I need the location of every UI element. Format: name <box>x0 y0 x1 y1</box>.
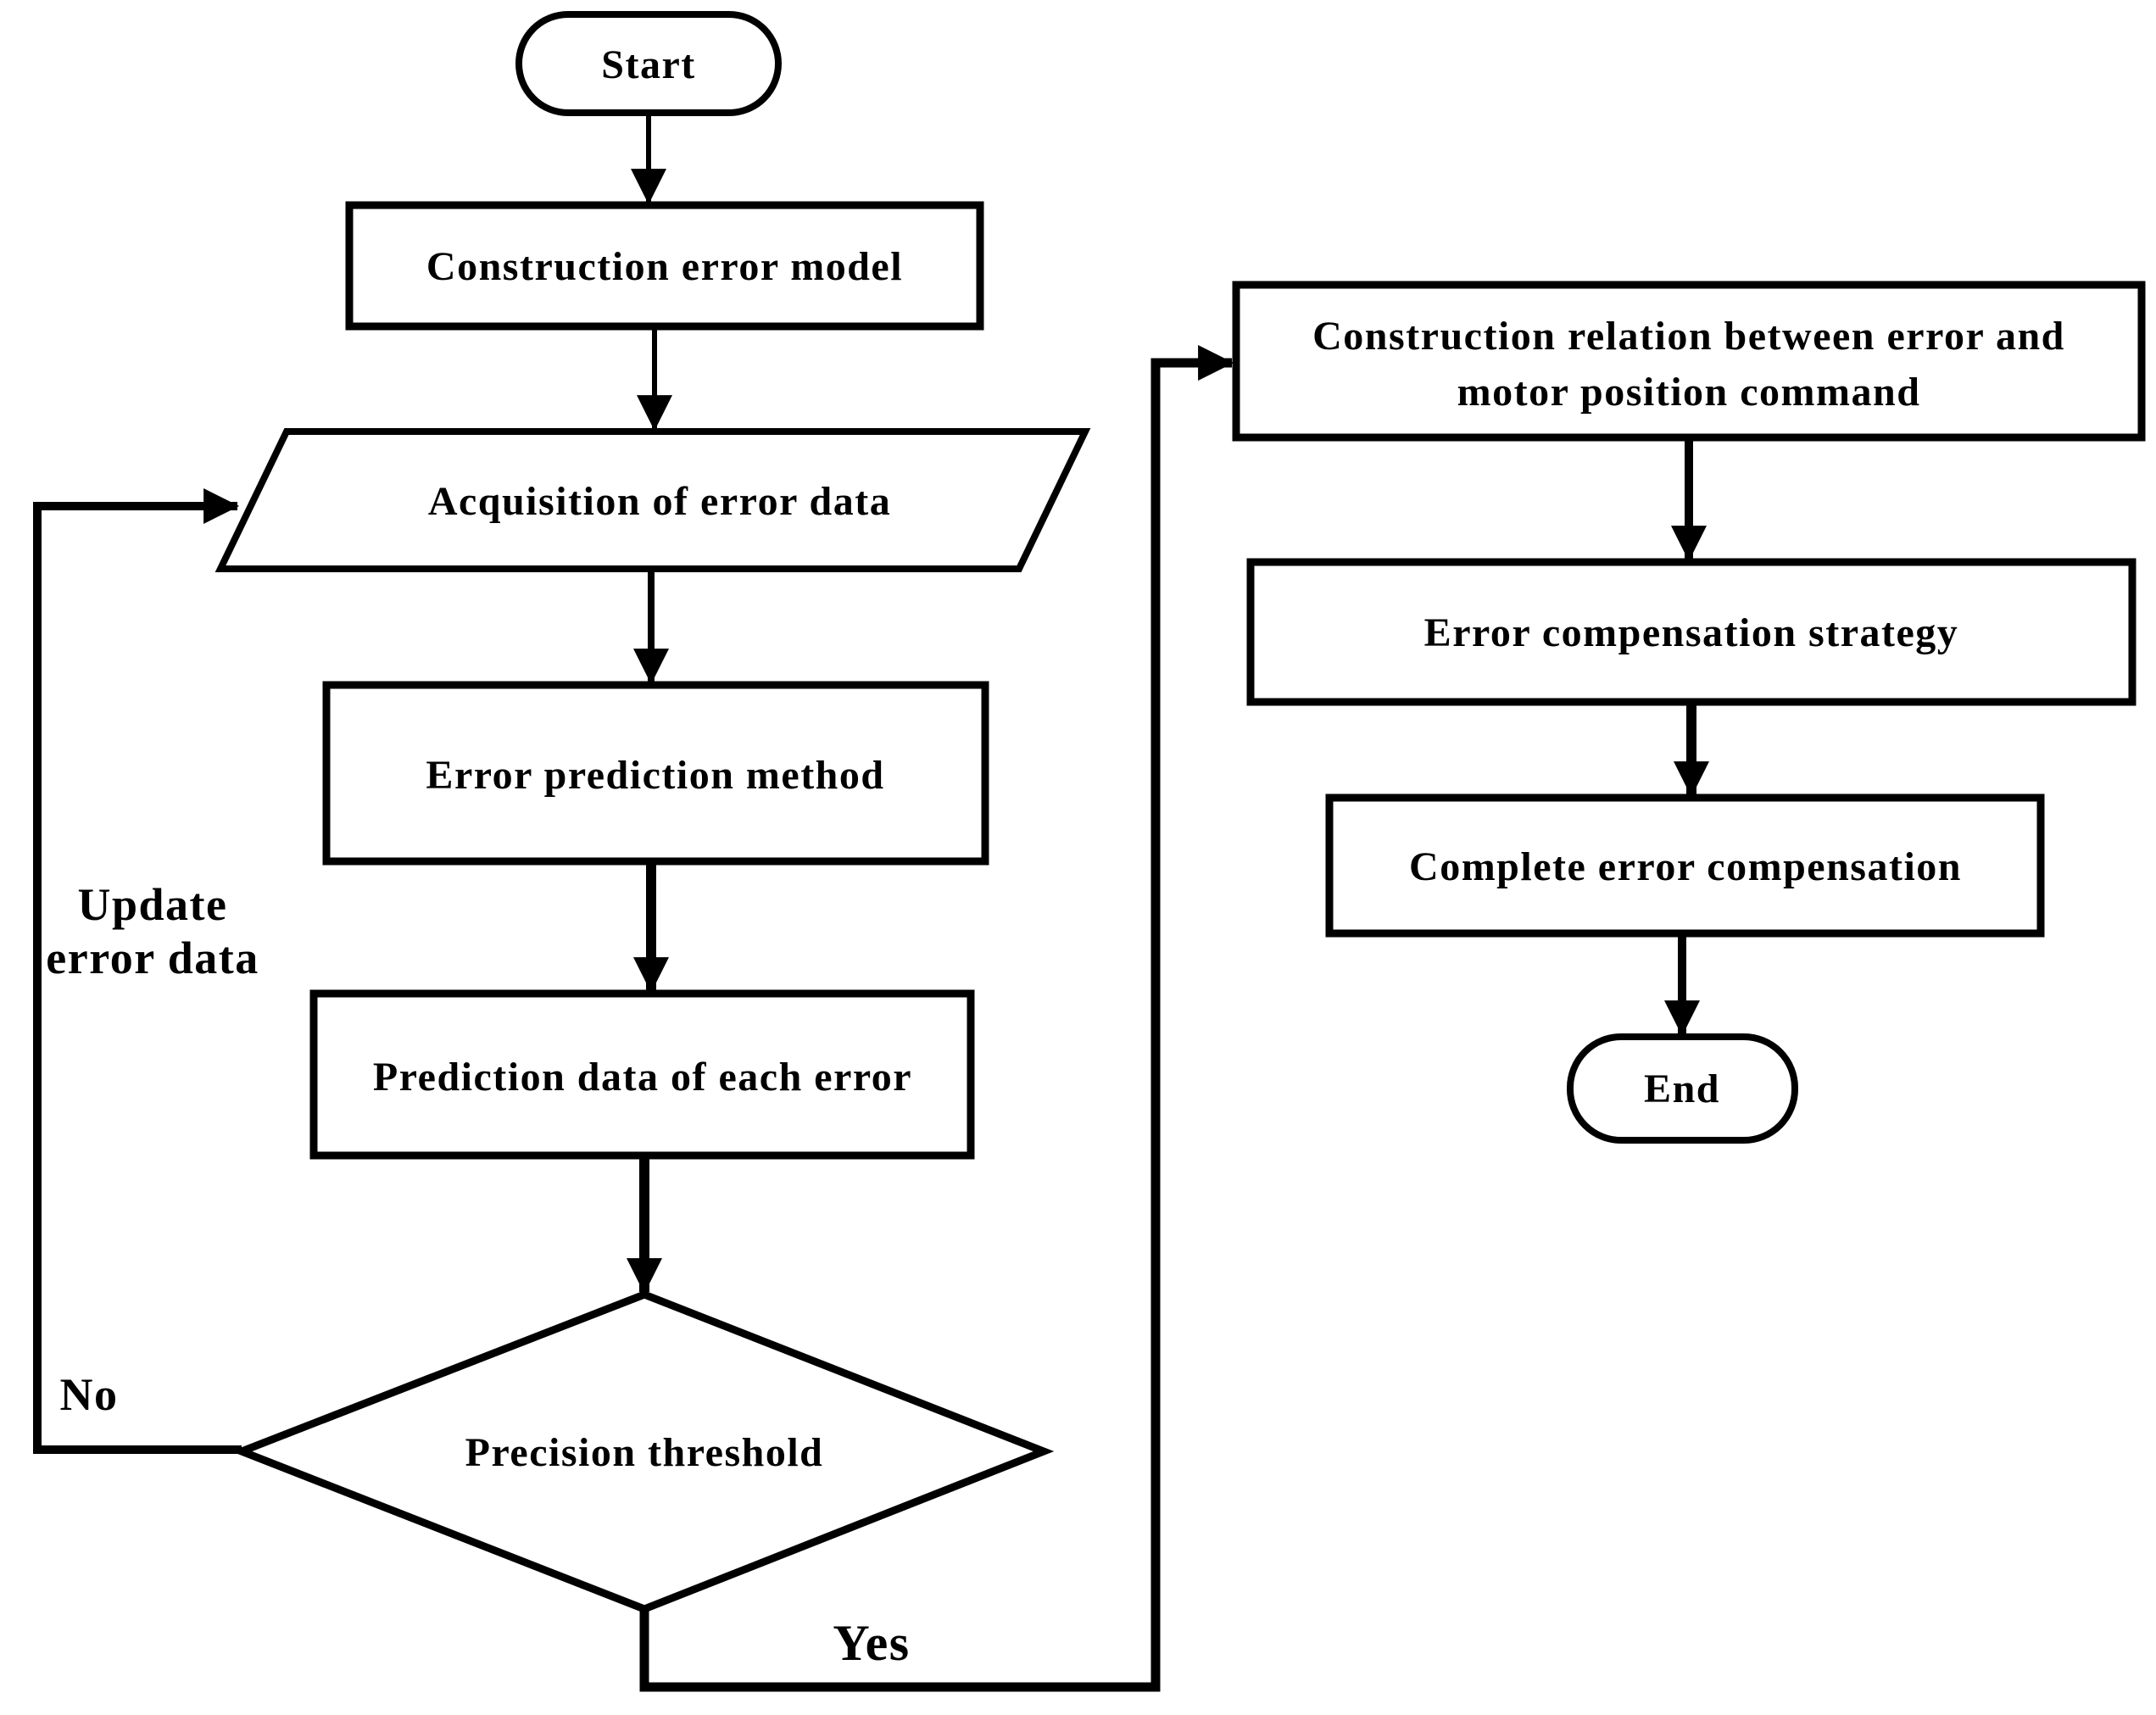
yes-branch-label: Yes <box>833 1615 910 1671</box>
construction-error-model-label: Construction error model <box>426 244 903 289</box>
start-terminator-shape <box>515 11 782 116</box>
edges <box>33 113 1709 1692</box>
no-branch-label: No <box>60 1369 119 1420</box>
end-node: End <box>1567 1033 1798 1144</box>
end-terminator-shape <box>1567 1033 1798 1144</box>
acquisition-of-error-data-node: Acquisition of error data <box>214 428 1091 572</box>
complete-error-compensation-label: Complete error compensation <box>1409 844 1962 889</box>
error-prediction-method-shape <box>322 681 989 866</box>
end-label: End <box>1644 1066 1720 1111</box>
prediction-data-of-each-error-node: Prediction data of each error <box>309 989 975 1160</box>
edge-labels: Update error data No Yes <box>46 879 910 1671</box>
error-prediction-method-node: Error prediction method <box>322 681 989 866</box>
update-error-data-label-line2: error data <box>46 933 259 983</box>
construction-relation-label-line1: Construction relation between error and <box>1312 314 2065 359</box>
construction-error-model-shape <box>345 201 984 331</box>
precision-threshold-label: Precision threshold <box>465 1430 824 1475</box>
error-prediction-method-label: Error prediction method <box>426 753 884 798</box>
acquisition-parallelogram-shape <box>214 428 1091 572</box>
precision-threshold-diamond-shape <box>231 1290 1055 1613</box>
error-compensation-strategy-node: Error compensation strategy <box>1246 558 2137 706</box>
acquisition-of-error-data-label: Acquisition of error data <box>428 479 891 524</box>
error-compensation-strategy-label: Error compensation strategy <box>1424 610 1959 655</box>
construction-error-model-node: Construction error model <box>345 201 984 331</box>
prediction-data-shape <box>309 989 975 1160</box>
edge-no-loop-update-error-data <box>33 488 242 1454</box>
start-node: Start <box>515 11 782 116</box>
complete-error-compensation-shape <box>1325 793 2045 938</box>
edge-yes-to-construction-relation <box>639 345 1234 1692</box>
construction-relation-node: Construction relation between error and … <box>1232 281 2146 442</box>
complete-error-compensation-node: Complete error compensation <box>1325 793 2045 938</box>
start-label: Start <box>601 42 695 87</box>
precision-threshold-node: Precision threshold <box>231 1290 1055 1613</box>
prediction-data-of-each-error-label: Prediction data of each error <box>373 1055 912 1100</box>
construction-relation-label-line2: motor position command <box>1457 370 1921 415</box>
update-error-data-label-line1: Update <box>77 879 227 930</box>
construction-relation-shape <box>1232 281 2146 442</box>
error-compensation-strategy-shape <box>1246 558 2137 706</box>
